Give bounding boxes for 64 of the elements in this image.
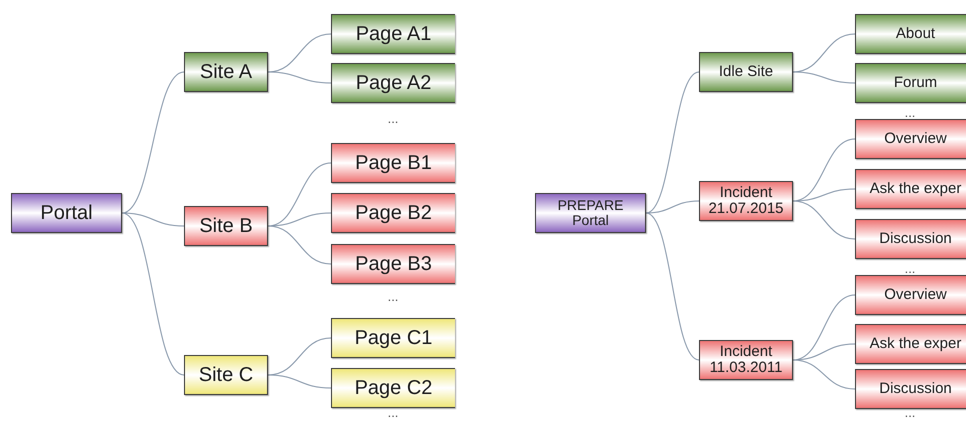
page-box: [331, 244, 455, 284]
node-label: Ask the exper: [870, 336, 962, 352]
page-box: [331, 14, 455, 54]
connector-line: [792, 72, 856, 84]
node-label: Page B3: [355, 254, 432, 274]
ellipsis-label: ...: [388, 112, 398, 125]
node-label: About: [896, 26, 936, 42]
node-label: Page A1: [356, 24, 432, 44]
ellipsis-label: ...: [904, 262, 916, 275]
page-box: [855, 63, 966, 103]
node-label: Incident 21.07.2015: [707, 185, 785, 217]
connector-line: [646, 72, 700, 214]
node-label: Site B: [199, 216, 253, 236]
node-label: Discussion: [879, 231, 952, 247]
node-label: Overview: [884, 131, 947, 147]
page-box: [855, 169, 966, 209]
site-box: [184, 206, 268, 246]
connector-line: [646, 212, 700, 360]
page-box: [855, 324, 966, 364]
site-box: [699, 181, 793, 221]
node-label: Overview: [884, 287, 947, 303]
page-box: [331, 63, 455, 103]
node-label: Site A: [200, 62, 252, 82]
connector-line: [268, 72, 332, 84]
node-label: Page C1: [354, 328, 432, 348]
connector-line: [122, 72, 184, 214]
ellipsis-label: ...: [904, 406, 916, 419]
node-label: Site C: [198, 364, 254, 386]
node-label: Idle Site: [718, 64, 774, 80]
site-box: [699, 340, 793, 380]
connector-line: [792, 360, 856, 390]
node-label: Discussion: [879, 381, 952, 397]
page-box: [331, 143, 455, 183]
node-label: Incident 11.03.2011: [708, 344, 784, 376]
page-box: [855, 369, 966, 409]
site-box: [699, 52, 793, 92]
node-label: Page A2: [356, 72, 432, 94]
ellipsis-label: ...: [388, 406, 398, 419]
site-box: [184, 355, 268, 395]
connector-line: [646, 200, 700, 214]
ellipsis-label: ...: [904, 106, 916, 119]
page-box: [855, 119, 966, 159]
node-label: PREPARE Portal: [556, 198, 624, 228]
ellipsis-label: ...: [388, 290, 398, 303]
page-box: [855, 219, 966, 259]
page-box: [855, 275, 966, 315]
node-label: Forum: [894, 75, 938, 91]
connector-line: [122, 212, 184, 376]
node-label: Portal: [40, 202, 93, 224]
page-box: [331, 193, 455, 233]
page-box: [855, 14, 966, 54]
page-box: [331, 368, 455, 408]
page-box: [331, 318, 455, 358]
connector-line: [122, 212, 184, 226]
site-box: [184, 52, 268, 92]
site-box: [11, 193, 122, 233]
site-box: [535, 193, 646, 233]
node-label: Ask the exper: [870, 181, 962, 197]
node-label: Page B2: [355, 202, 432, 224]
connector-line: [268, 226, 332, 264]
connector-line: [792, 200, 856, 240]
node-label: Page B1: [355, 152, 432, 174]
node-label: Page C2: [354, 378, 432, 398]
connector-line: [268, 374, 332, 388]
